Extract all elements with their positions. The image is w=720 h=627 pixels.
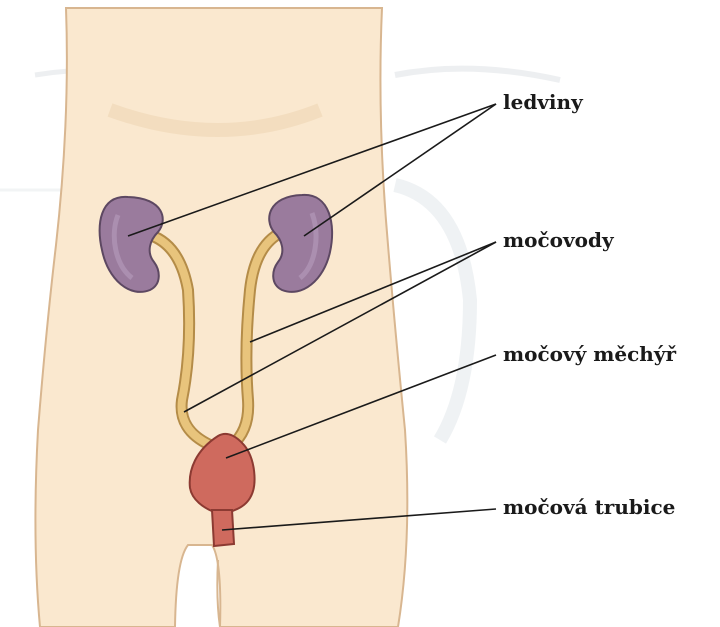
label-kidneys: ledviny [503, 90, 583, 114]
label-bladder: močový měchýř [503, 342, 676, 366]
label-ureters: močovody [503, 228, 614, 252]
urethra [212, 510, 234, 546]
label-urethra: močová trubice [503, 495, 675, 519]
